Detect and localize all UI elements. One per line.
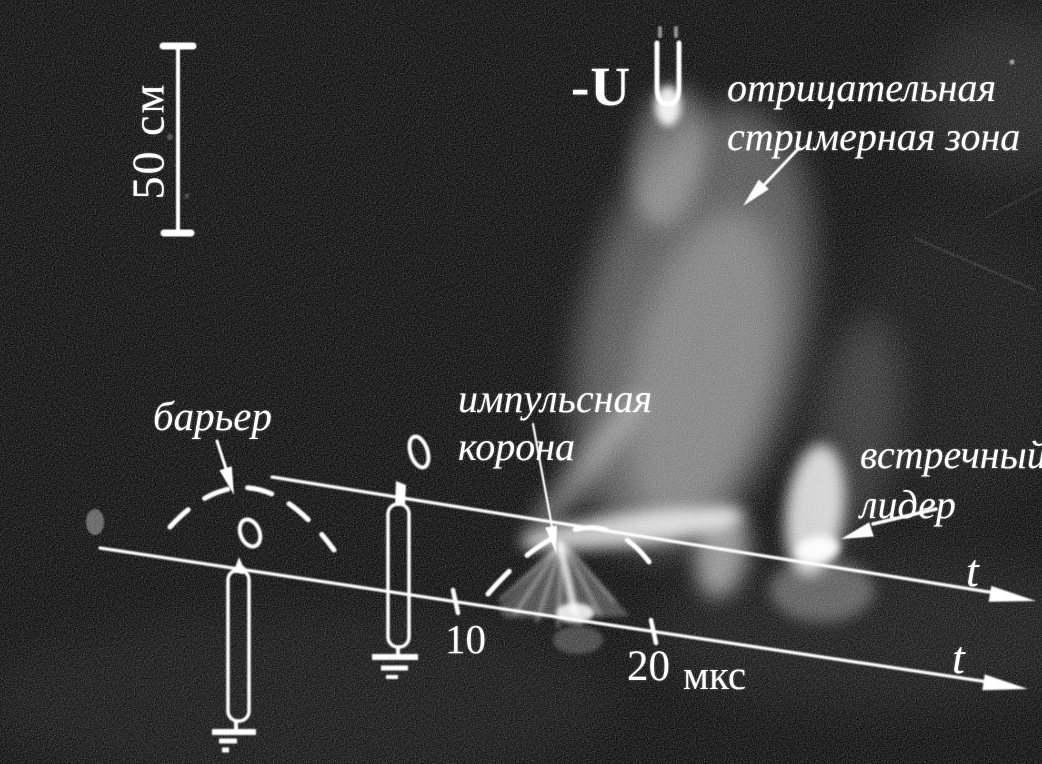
tick-10-mark <box>450 587 461 616</box>
tick-10-label: 10 <box>445 616 486 662</box>
ring-electrode-2 <box>407 434 431 470</box>
voltage-label: -U <box>571 56 632 117</box>
time-axis-upper-label: t <box>966 545 979 596</box>
scale-bar-label: 50 см <box>122 82 174 200</box>
time-axis-lower-label: t <box>952 632 965 683</box>
ring-electrode-1 <box>237 517 263 549</box>
leader-label: встречный лидер <box>860 432 1042 527</box>
barrier-label: барьер <box>153 393 272 439</box>
tick-20-label: 20 <box>627 643 670 690</box>
streamer-zone-label: отрицательная стримерная зона <box>727 65 1021 159</box>
corona-label: импульсная корона <box>458 376 653 469</box>
time-units-label: мкс <box>683 652 747 698</box>
barrier-arrow-icon <box>215 439 234 495</box>
